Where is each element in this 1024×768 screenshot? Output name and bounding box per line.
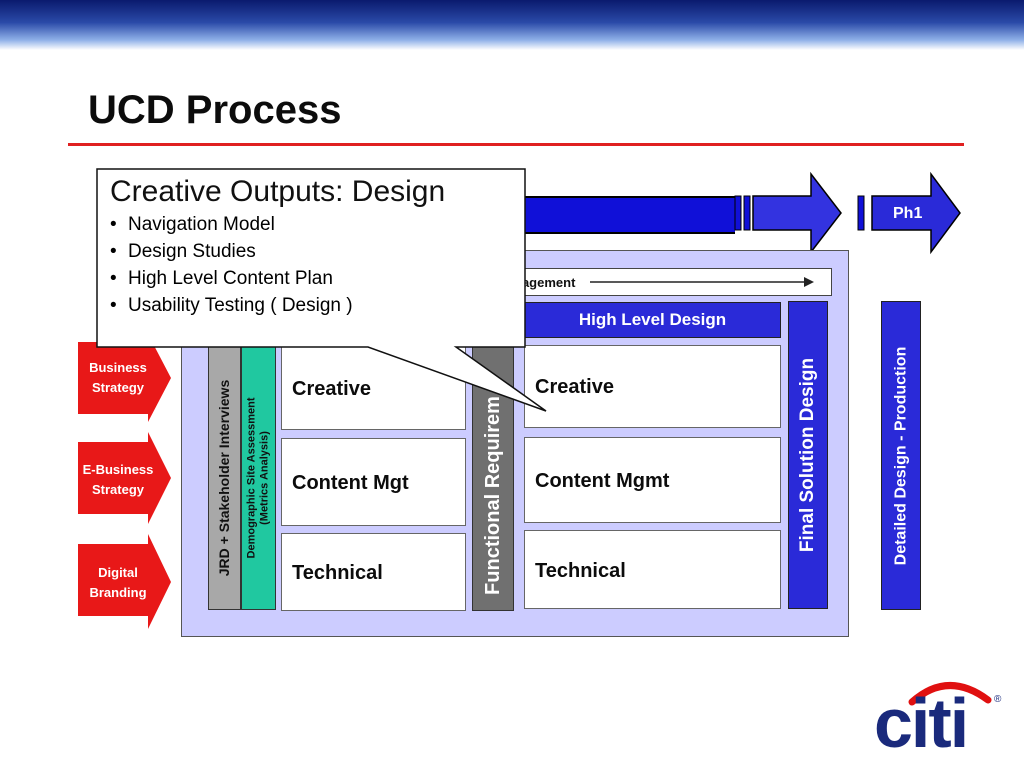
bullet-symbol: • [110,214,117,235]
detailed-design-label: Detailed Design - Production [892,346,909,565]
callout-item-text: Navigation Model [128,214,275,235]
callout-item-text: Usability Testing ( Design ) [128,295,353,316]
technical-box-right [524,530,781,609]
technical-box-left [281,533,466,611]
citi-logo: ® citi [870,672,1010,762]
callout-item-text: High Level Content Plan [128,268,333,289]
bullet-symbol: • [110,268,117,289]
callout-heading: Creative Outputs: Design [110,175,446,208]
ph1-arrow [871,171,961,255]
ebusiness-strategy-arrow [78,432,171,524]
detailed-design-column: Detailed Design - Production [881,301,921,610]
phase-stripe [734,195,742,231]
citi-arc-icon: ® [908,682,1002,706]
creative-label-left: Creative [292,378,371,400]
business-strategy-arrow [78,334,171,422]
technical-label-right: Technical [535,560,626,582]
digital-branding-line1: Digital [98,565,138,580]
digital-branding-arrow [78,534,171,629]
business-strategy-line1: Business [89,360,147,375]
content-mgmt-box-right [524,437,781,523]
content-mgmt-label-right: Content Mgmt [535,470,670,492]
management-label: nagement [514,275,576,290]
functional-requirements-column: Functional Requirem [472,300,514,611]
technical-label-left: Technical [292,562,383,584]
callout-item: • Navigation Model [110,211,520,238]
input-arrows [78,334,171,629]
demographic-label: Demographic Site Assessment (Metrics Ana… [246,398,272,559]
ebusiness-strategy-line2: Strategy [91,482,145,497]
bullet-symbol: • [110,295,117,316]
callout-item: • Usability Testing ( Design ) [110,292,520,319]
citi-wordmark: citi [874,684,969,762]
callout-content: Creative Outputs: Design • Navigation Mod… [110,175,520,319]
digital-branding-line2: Branding [89,585,147,600]
ph1-label: Ph1 [893,205,923,222]
functional-requirements-label: Functional Requirem [481,396,504,595]
jrd-column: JRD + Stakeholder Interviews [208,346,241,610]
phase-timeline-bar [495,196,735,234]
title-divider [68,143,964,146]
digital-branding-label: Digital Branding [78,563,158,603]
ebusiness-strategy-label: E-Business Strategy [78,460,158,500]
ebusiness-strategy-line1: E-Business [82,462,154,477]
creative-box-right [524,345,781,428]
high-level-design-header: High Level Design [524,302,781,338]
business-strategy-line2: Strategy [91,380,145,395]
callout-item: • High Level Content Plan [110,265,520,292]
svg-text:®: ® [994,694,1002,705]
demographic-label-line2: (Metrics Analysis) [258,431,271,525]
demographic-label-line1: Demographic Site Assessment [245,397,258,559]
callout-item: • Design Studies [110,238,520,265]
phase-arrows [734,171,961,255]
callout-bubble [96,168,547,412]
final-solution-design-column: Final Solution Design [788,301,828,609]
callout-item-text: Design Studies [128,241,256,262]
page-title: UCD Process [88,88,342,132]
final-solution-design-label: Final Solution Design [797,357,819,553]
content-mgt-box-left [281,438,466,526]
phase-arrow [752,171,842,255]
management-arrow [590,277,814,287]
bullet-symbol: • [110,241,117,262]
content-mgt-label-left: Content Mgt [292,472,409,494]
creative-label-right: Creative [535,376,614,398]
header-gradient-band [0,0,1024,50]
phase-stripe [857,195,865,231]
phase-stripe [743,195,751,231]
business-strategy-label: Business Strategy [78,358,158,398]
